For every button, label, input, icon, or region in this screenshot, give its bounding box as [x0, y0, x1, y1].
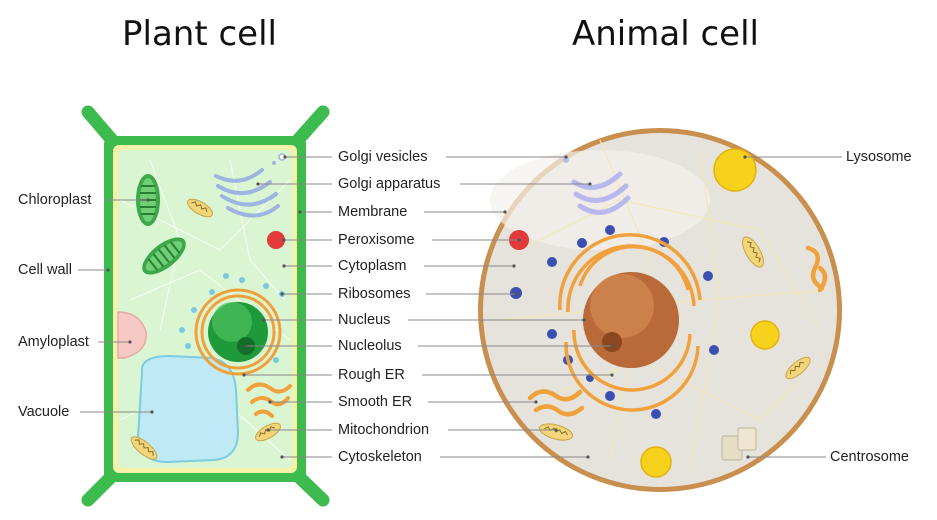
plant-mitochondrion-3 — [255, 422, 281, 442]
plant-golgi-vesicle-2 — [272, 161, 276, 165]
label-golgi-vesicles: Golgi vesicles — [338, 149, 428, 165]
plant-cell — [81, 105, 330, 507]
cell-wall-corner-tl — [81, 105, 119, 147]
label-smooth-er: Smooth ER — [338, 394, 413, 410]
label-cell-wall: Cell wall — [18, 262, 72, 278]
animal-smooth-er-1 — [527, 389, 585, 417]
plant-peroxisome — [267, 231, 285, 249]
animal-rough-er — [558, 233, 702, 412]
animal-mitochondrion-3 — [538, 423, 574, 441]
label-chloroplast: Chloroplast — [18, 192, 92, 208]
label-rough-er: Rough ER — [338, 367, 405, 383]
cell-wall-corner-tr — [291, 105, 330, 147]
plant-nucleus-highlight — [212, 302, 252, 342]
plant-mitochondrion-1 — [187, 198, 213, 218]
plant-cell-title: Plant cell — [122, 14, 277, 54]
plant-mitochondrion-2 — [130, 436, 158, 460]
animal-nucleus-highlight — [590, 274, 654, 338]
plant-golgi — [214, 168, 280, 218]
animal-lysosome-2 — [750, 320, 780, 350]
plant-chloroplast-2 — [142, 237, 186, 275]
plant-rough-er — [194, 288, 282, 376]
label-ribosomes: Ribosomes — [338, 286, 411, 302]
label-membrane: Membrane — [338, 204, 408, 220]
label-amyloplast: Amyloplast — [18, 334, 89, 350]
label-lysosome: Lysosome — [846, 149, 912, 165]
plant-amyloplast — [117, 311, 147, 359]
label-nucleus: Nucleus — [338, 312, 391, 328]
animal-mitochondrion-2 — [785, 356, 811, 380]
animal-nucleolus — [602, 332, 622, 352]
label-golgi-apparatus: Golgi apparatus — [338, 176, 441, 192]
plant-ribosomes — [179, 273, 285, 363]
label-centrosome: Centrosome — [830, 449, 909, 465]
label-mitochondrion: Mitochondrion — [338, 422, 430, 438]
leader-dots — [106, 155, 750, 459]
leader-lines — [78, 156, 842, 458]
animal-golgi-vesicle — [563, 157, 569, 163]
animal-lysosome-1 — [713, 148, 757, 192]
animal-lysosome-3 — [640, 446, 672, 478]
label-cytoplasm: Cytoplasm — [338, 258, 407, 274]
animal-cell — [478, 128, 842, 492]
label-cytoskeleton: Cytoskeleton — [338, 449, 422, 465]
label-nucleolus: Nucleolus — [338, 338, 402, 354]
animal-smooth-er-2 — [805, 245, 828, 293]
label-peroxisome: Peroxisome — [338, 232, 415, 248]
animal-centrosome — [721, 427, 757, 461]
animal-cell-title: Animal cell — [572, 14, 759, 54]
label-vacuole: Vacuole — [18, 404, 70, 420]
animal-mitochondrion-1 — [742, 236, 764, 268]
